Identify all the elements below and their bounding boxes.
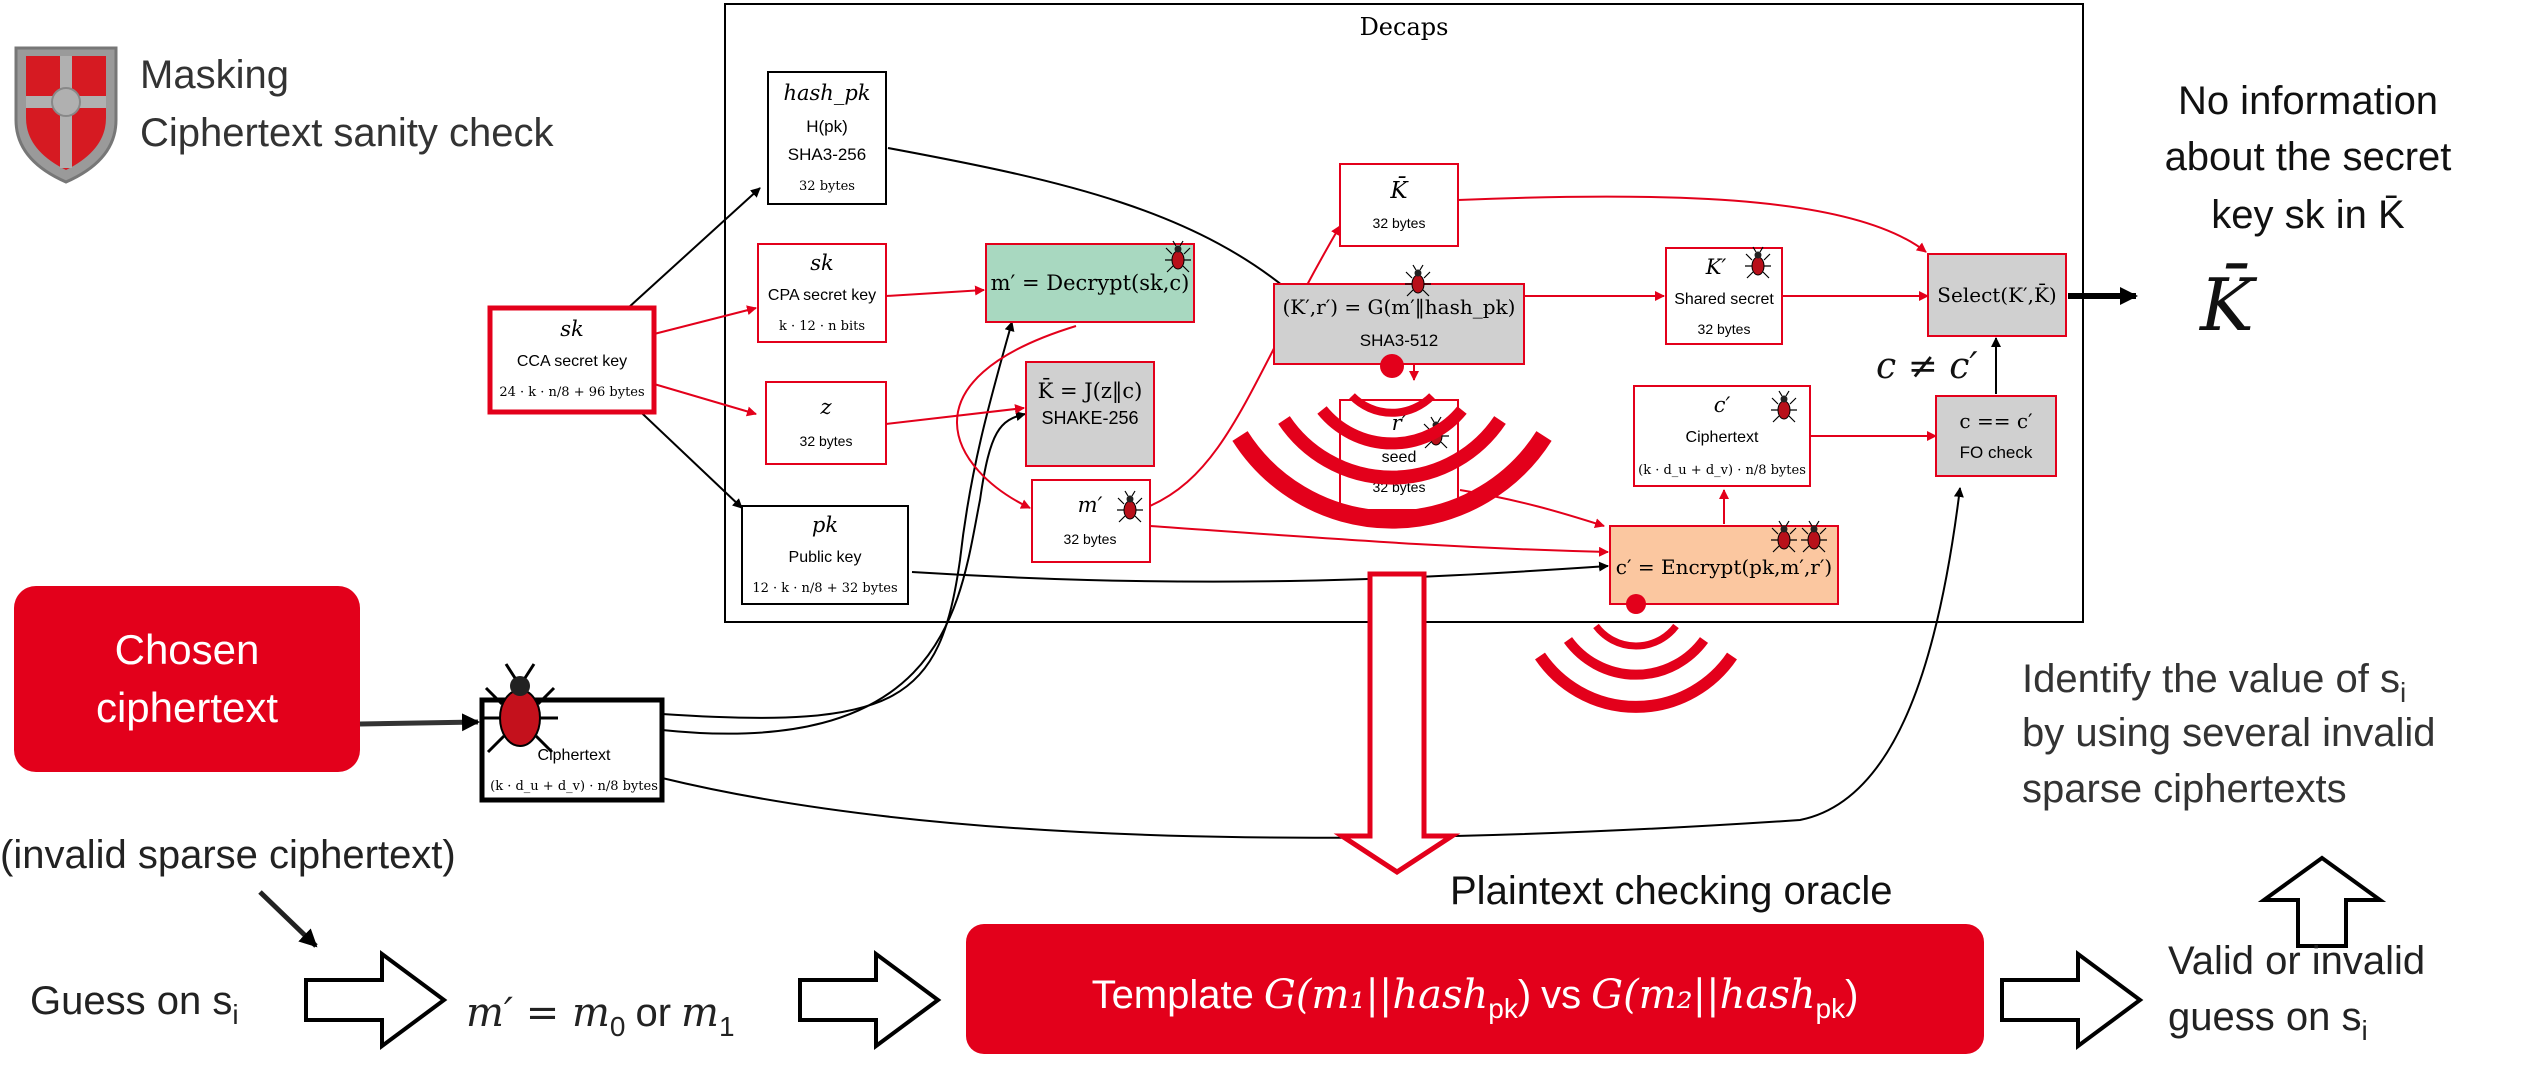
svg-text:12 · k · n/8 + 32 bytes: 12 · k · n/8 + 32 bytes bbox=[752, 581, 897, 596]
c-neq-label: c ≠ c′ bbox=[1876, 346, 1978, 387]
box-fo-check: c == c′ FO check bbox=[1935, 395, 2057, 477]
chosen-arrow bbox=[359, 713, 480, 732]
svg-text:c′: c′ bbox=[1714, 393, 1731, 417]
svg-text:K̄: K̄ bbox=[1389, 177, 1409, 204]
svg-text:FO check: FO check bbox=[1960, 443, 2033, 462]
svg-text:SHA3-256: SHA3-256 bbox=[788, 145, 866, 164]
svg-text:m′ = Decrypt(sk,c): m′ = Decrypt(sk,c) bbox=[991, 271, 1190, 295]
box-mprime: m′ 32 bytes bbox=[1031, 479, 1151, 563]
box-encrypt: c′ = Encrypt(pk,m′,r′) bbox=[1609, 520, 1839, 605]
svg-text:(K′,r′) = G(m′‖hash_pk): (K′,r′) = G(m′‖hash_pk) bbox=[1283, 295, 1516, 320]
box-z: z 32 bytes bbox=[765, 381, 887, 465]
box-decrypt: m′ = Decrypt(sk,c) bbox=[985, 240, 1195, 323]
mprime-arrow bbox=[798, 950, 942, 1050]
svg-text:32 bytes: 32 bytes bbox=[800, 433, 853, 449]
oracle-down-arrow bbox=[1333, 571, 1461, 875]
svg-text:seed: seed bbox=[1382, 449, 1417, 466]
valid-line1: Valid or invalid bbox=[2168, 939, 2425, 983]
svg-text:24 · k · n/8 + 96 bytes: 24 · k · n/8 + 96 bytes bbox=[499, 385, 644, 400]
template-arrow bbox=[2000, 950, 2144, 1050]
legend-masking: Masking bbox=[140, 53, 289, 97]
invalid-sparse-label: (invalid sparse ciphertext) bbox=[0, 833, 456, 877]
valid-line2: guess on si bbox=[2168, 995, 2368, 1046]
box-cprime: c′ Ciphertext (k · d_u + d_v) · n/8 byte… bbox=[1633, 385, 1811, 487]
decaps-title: Decaps bbox=[1360, 13, 1449, 41]
svg-text:pk: pk bbox=[812, 513, 838, 537]
leakage-waves-encrypt bbox=[1535, 594, 1737, 713]
box-ciphertext: c Ciphertext (k · d_u + d_v) · n/8 bytes bbox=[479, 662, 665, 803]
svg-text:sk: sk bbox=[810, 251, 834, 275]
template-box bbox=[966, 924, 1984, 1054]
shield-icon bbox=[14, 46, 118, 184]
no-info-line2: about the secret bbox=[2165, 135, 2452, 179]
box-shared-secret: K′ Shared secret 32 bytes bbox=[1665, 246, 1783, 345]
svg-text:K̄ = J(z‖c): K̄ = J(z‖c) bbox=[1038, 378, 1143, 404]
box-sk-cpa: sk CPA secret key k · 12 · n bits bbox=[757, 243, 887, 343]
svg-text:Select(K′,K̄): Select(K′,K̄) bbox=[1937, 282, 2056, 307]
svg-text:Public key: Public key bbox=[789, 549, 862, 566]
svg-text:CPA secret key: CPA secret key bbox=[768, 287, 876, 304]
svg-text:c == c′: c == c′ bbox=[1959, 409, 2033, 433]
leakage-waves-g bbox=[1232, 354, 1552, 529]
oracle-label: Plaintext checking oracle bbox=[1450, 869, 1892, 913]
box-j-function: K̄ = J(z‖c) SHAKE-256 bbox=[1025, 361, 1155, 467]
svg-text:m′: m′ bbox=[1078, 493, 1103, 517]
legend-sanity-check: Ciphertext sanity check bbox=[140, 111, 555, 155]
svg-text:Ciphertext: Ciphertext bbox=[1686, 429, 1759, 446]
invalid-sparse-arrow bbox=[258, 890, 318, 948]
box-kbar: K̄ 32 bytes bbox=[1339, 163, 1459, 247]
svg-text:Ciphertext: Ciphertext bbox=[538, 747, 611, 764]
guess-arrow bbox=[304, 950, 448, 1050]
chosen-ciphertext-box bbox=[14, 586, 360, 772]
svg-text:k · 12 · n bits: k · 12 · n bits bbox=[779, 319, 865, 334]
identify-line2: by using several invalid bbox=[2022, 711, 2436, 755]
no-info-line3: key sk in K̄ bbox=[2211, 193, 2405, 237]
svg-text:r′: r′ bbox=[1392, 411, 1407, 435]
svg-text:Shared secret: Shared secret bbox=[1674, 291, 1774, 308]
chosen-line2: ciphertext bbox=[96, 684, 278, 731]
svg-text:hash_pk: hash_pk bbox=[783, 81, 870, 105]
box-hashpk: hash_pk H(pk) SHA3-256 32 bytes bbox=[767, 71, 887, 205]
svg-text:sk: sk bbox=[560, 317, 584, 341]
guess-label: Guess on si bbox=[30, 979, 239, 1030]
output-kbar: K̄ bbox=[2198, 262, 2258, 347]
box-sk-cca: sk CCA secret key 24 · k · n/8 + 96 byte… bbox=[487, 305, 657, 415]
box-pk: pk Public key 12 · k · n/8 + 32 bytes bbox=[741, 505, 909, 605]
svg-text:32 bytes: 32 bytes bbox=[1698, 321, 1751, 337]
box-select: Select(K′,K̄) bbox=[1927, 253, 2067, 337]
svg-text:K′: K′ bbox=[1705, 255, 1727, 279]
identify-line3: sparse ciphertexts bbox=[2022, 767, 2347, 811]
identify-up-arrow bbox=[2257, 855, 2387, 948]
svg-text:SHA3-512: SHA3-512 bbox=[1360, 331, 1438, 350]
svg-text:SHAKE-256: SHAKE-256 bbox=[1041, 408, 1138, 428]
svg-text:H(pk): H(pk) bbox=[806, 117, 848, 136]
box-seed: r′ seed 32 bytes bbox=[1339, 399, 1459, 511]
svg-text:c′ = Encrypt(pk,m′,r′): c′ = Encrypt(pk,m′,r′) bbox=[1616, 555, 1832, 579]
black-arrows bbox=[627, 147, 2001, 839]
svg-text:(k · d_u + d_v) · n/8 bytes: (k · d_u + d_v) · n/8 bytes bbox=[1638, 463, 1806, 478]
svg-text:32 bytes: 32 bytes bbox=[1064, 531, 1117, 547]
svg-text:CCA secret key: CCA secret key bbox=[517, 353, 627, 370]
box-g-function: (K′,r′) = G(m′‖hash_pk) SHA3-512 bbox=[1273, 264, 1525, 365]
svg-text:32 bytes: 32 bytes bbox=[799, 179, 855, 194]
svg-text:z: z bbox=[819, 395, 832, 419]
chosen-line1: Chosen bbox=[115, 626, 260, 673]
svg-text:(k · d_u + d_v) · n/8 bytes: (k · d_u + d_v) · n/8 bytes bbox=[490, 779, 658, 794]
svg-text:32 bytes: 32 bytes bbox=[1373, 215, 1426, 231]
identify-line1: Identify the value of si bbox=[2022, 657, 2406, 708]
no-info-line1: No information bbox=[2178, 79, 2438, 123]
